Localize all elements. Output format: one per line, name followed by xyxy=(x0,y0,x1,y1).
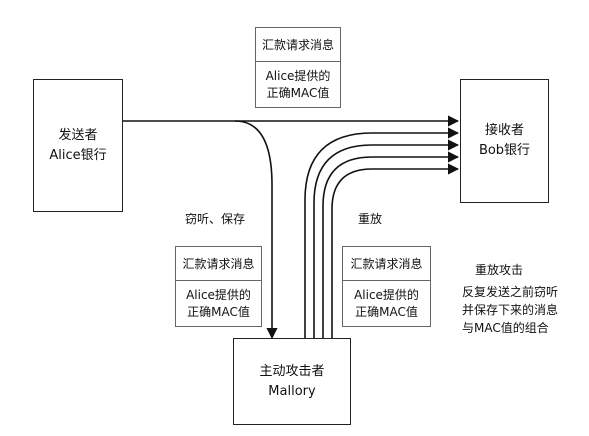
message-mac-line2: 正确MAC值 xyxy=(355,304,418,319)
eavesdrop-label: 窃听、保存 xyxy=(185,212,246,226)
message-mac: Alice提供的 正确MAC值 xyxy=(343,281,430,326)
message-mac: Alice提供的 正确MAC值 xyxy=(176,281,261,326)
message-header: 汇款请求消息 xyxy=(176,247,261,281)
receiver-name: Bob银行 xyxy=(478,143,531,158)
sender-role: 发送者 xyxy=(58,127,98,143)
receiver-box: 接收者 Bob银行 xyxy=(460,79,549,203)
message-mac-line2: 正确MAC值 xyxy=(266,85,330,100)
attacker-name: Mallory xyxy=(268,383,316,399)
message-header: 汇款请求消息 xyxy=(256,28,340,62)
message-mac-line1: Alice提供的 xyxy=(186,287,251,302)
replay-arrow-1 xyxy=(304,127,460,338)
note-line-2: 并保存下来的消息 xyxy=(462,303,559,317)
message-header: 汇款请求消息 xyxy=(343,247,430,281)
attacker-role: 主动攻击者 xyxy=(259,363,325,379)
replay-label: 重放 xyxy=(358,212,383,226)
sender-box: 发送者 Alice银行 xyxy=(33,79,123,212)
message-mac-line2: 正确MAC值 xyxy=(187,304,250,319)
message-card-eavesdrop: 汇款请求消息 Alice提供的 正确MAC值 xyxy=(175,246,262,327)
replay-arrow-2 xyxy=(313,139,460,338)
note-title: 重放攻击 xyxy=(475,263,524,277)
message-mac-line1: Alice提供的 xyxy=(265,68,331,83)
eavesdrop-arrow xyxy=(234,120,278,340)
message-mac-line1: Alice提供的 xyxy=(354,287,419,302)
replay-arrow-3 xyxy=(322,151,460,338)
note-line-3: 与MAC值的组合 xyxy=(462,321,549,335)
sender-name: Alice银行 xyxy=(49,147,107,163)
message-card-replay: 汇款请求消息 Alice提供的 正确MAC值 xyxy=(342,246,431,327)
message-mac: Alice提供的 正确MAC值 xyxy=(256,62,340,107)
message-card-top: 汇款请求消息 Alice提供的 正确MAC值 xyxy=(255,27,341,108)
note-line-1: 反复发送之前窃听 xyxy=(462,285,559,299)
attacker-box: 主动攻击者 Mallory xyxy=(233,338,351,425)
replay-arrow-4 xyxy=(331,163,460,338)
receiver-role: 接收者 xyxy=(484,123,524,138)
